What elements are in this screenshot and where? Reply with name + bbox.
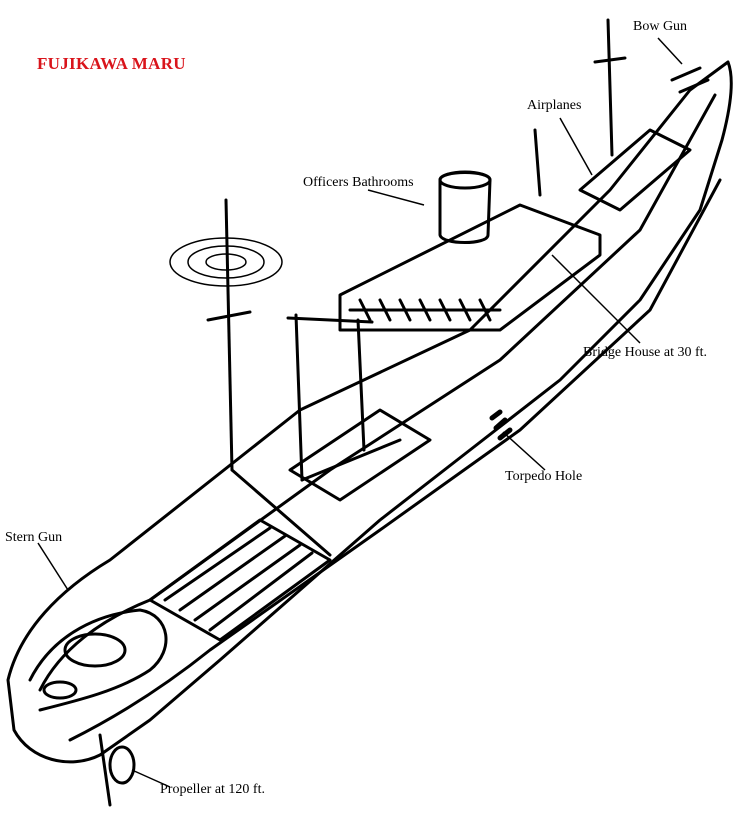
kingpost-bar [286,316,374,324]
funnel-top [438,170,492,190]
label-torpedo-hole: Torpedo Hole [505,469,583,484]
stern-gun-mount [63,632,127,668]
leader-officers-bathrooms [367,189,425,206]
stern-fitting [42,680,78,700]
torpedo-hole-mark [489,409,513,441]
boom-2 [300,438,402,482]
leader-bridge-house [551,254,641,344]
fwd-hatch [578,128,692,212]
aft-hatch [148,518,332,642]
label-stern-gun: Stern Gun [5,530,63,545]
leader-propeller [131,769,171,788]
leader-bow-gun [657,37,683,65]
aft-hatch-grid [163,526,314,632]
label-officers-bathrooms: Officers Bathrooms [303,175,414,190]
leader-stern-gun [37,542,69,591]
stern-deck [28,608,168,712]
rudder [98,733,112,807]
label-bow-gun: Bow Gun [633,19,688,34]
bridge-house [338,203,602,332]
aft-mast [224,198,234,472]
kingpost-2 [356,318,366,452]
deck-line [38,93,717,692]
bridge-windows [348,298,502,322]
label-propeller: Propeller at 120 ft. [160,782,265,797]
fwd-mast [606,18,614,157]
fwd-mast-spar [593,56,627,64]
leader-torpedo-hole [502,431,546,471]
ring-2 [187,245,265,279]
ring-3 [169,237,283,287]
aft-mast-spar [206,310,252,322]
mid-hatch [288,408,432,502]
ring-1 [205,253,247,271]
kingpost-3 [533,128,542,197]
propeller-hub [108,745,136,785]
deck-line-lower [68,178,722,742]
label-bridge-house: Bridge House at 30 ft. [583,345,708,360]
label-airplanes: Airplanes [527,98,582,113]
leader-airplanes [559,117,593,176]
diagram-title: FUJIKAWA MARU [37,54,186,73]
boom-1 [230,468,332,557]
hull-outline [6,60,733,764]
kingpost-1 [294,313,304,482]
bow-gun [670,66,710,94]
